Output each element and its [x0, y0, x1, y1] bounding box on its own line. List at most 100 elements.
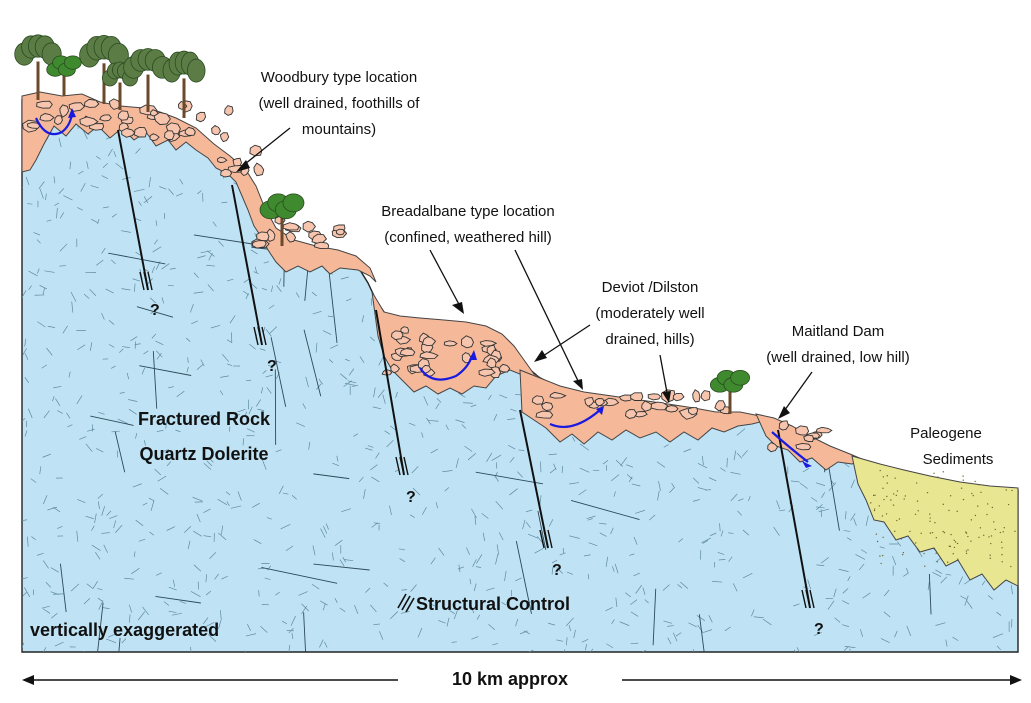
rock-dash [982, 436, 986, 442]
rock-dash [877, 245, 883, 252]
rock-dash [608, 272, 611, 276]
rock-dash [306, 152, 307, 159]
rock-dash [590, 202, 596, 210]
rock-dash [953, 217, 958, 220]
rock-dash [762, 291, 769, 293]
label-woodbury-line2: (well drained, foothills of [259, 95, 421, 112]
rock-dash [925, 131, 935, 136]
rock-dash [811, 123, 815, 128]
sediment-dot [980, 527, 981, 528]
rock-dash [488, 141, 498, 144]
rock-dash [546, 295, 554, 301]
sediment-dot [995, 529, 996, 530]
rock-dash [927, 237, 931, 241]
sediment-dot [970, 541, 971, 542]
rock-dash [719, 197, 727, 200]
rock-dash [951, 309, 952, 316]
rock-dash [814, 130, 817, 140]
rock-dash [986, 178, 991, 180]
sediment-dot [956, 511, 957, 512]
sediment-dot [887, 475, 888, 476]
fracture-line [626, 180, 636, 242]
rock-dash [730, 236, 733, 244]
rock-dash [495, 151, 500, 159]
rock-dash [676, 181, 679, 186]
sediment-dot [923, 553, 924, 554]
sediment-dot [909, 531, 910, 532]
rock-dash [640, 136, 645, 142]
rock-dash [942, 234, 943, 242]
rock-dash [797, 242, 804, 244]
fracture-line [514, 296, 554, 304]
rock-dash [294, 121, 300, 126]
rock-dash [772, 167, 779, 173]
rock-dash [567, 198, 571, 201]
rock-dash [498, 100, 499, 108]
rock-dash [571, 287, 578, 295]
rock-dash [682, 116, 687, 122]
sediment-dot [966, 550, 967, 551]
rock-dash [624, 390, 625, 395]
sediment-dot [896, 495, 897, 496]
rock-dash [446, 193, 452, 197]
sediment-dot [970, 483, 971, 484]
rock-dash [967, 260, 968, 268]
rock-dash [862, 340, 870, 344]
rock-dash [398, 254, 406, 259]
rock-dash [554, 254, 558, 261]
clast [254, 163, 264, 176]
rock-dash [521, 155, 528, 157]
rock-dash [893, 365, 895, 370]
rock-dash [509, 325, 510, 336]
rock-dash [485, 171, 489, 181]
rock-dash [903, 329, 908, 336]
rock-dash [736, 337, 742, 344]
rock-dash [734, 127, 740, 128]
sediment-dot [903, 552, 904, 553]
rock-dash [982, 154, 983, 164]
sediment-dot [903, 498, 904, 499]
rock-dash [688, 261, 694, 265]
rock-dash [595, 301, 602, 303]
sediment-dot [879, 555, 880, 556]
rock-dash [574, 260, 582, 265]
rock-dash [803, 237, 812, 241]
rock-dash [988, 269, 996, 275]
rock-dash [909, 184, 915, 186]
rock-dash [826, 299, 836, 304]
rock-dash [870, 122, 880, 127]
rock-dash [618, 219, 621, 229]
sediment-dot [880, 563, 881, 564]
clast [701, 391, 710, 401]
rock-dash [972, 166, 980, 170]
rock-dash [1002, 460, 1005, 469]
tree-trunk [183, 78, 186, 118]
rock-dash [592, 354, 600, 355]
rock-dash [530, 261, 533, 269]
rock-dash [787, 285, 795, 288]
rock-dash [596, 289, 600, 296]
clast [225, 106, 234, 116]
rock-dash [533, 269, 534, 275]
sediment-dot [974, 481, 975, 482]
rock-dash [919, 181, 920, 188]
rock-dash [581, 198, 587, 201]
rock-dash [966, 275, 971, 281]
rock-dash [531, 312, 534, 317]
clast [303, 221, 315, 232]
rock-dash [959, 106, 965, 112]
rock-dash [1011, 390, 1018, 397]
rock-dash [903, 121, 906, 126]
rock-dash [975, 277, 977, 285]
sediment-dot [897, 490, 898, 491]
rock-dash [995, 195, 1000, 197]
rock-dash [771, 315, 773, 324]
clast [631, 393, 643, 401]
sediment-dot [887, 482, 888, 483]
rock-dash [300, 164, 305, 172]
rock-dash [733, 291, 741, 296]
rock-dash [549, 167, 555, 176]
rock-dash [705, 306, 711, 309]
rock-dash [879, 262, 887, 263]
rock-dash [718, 180, 723, 190]
